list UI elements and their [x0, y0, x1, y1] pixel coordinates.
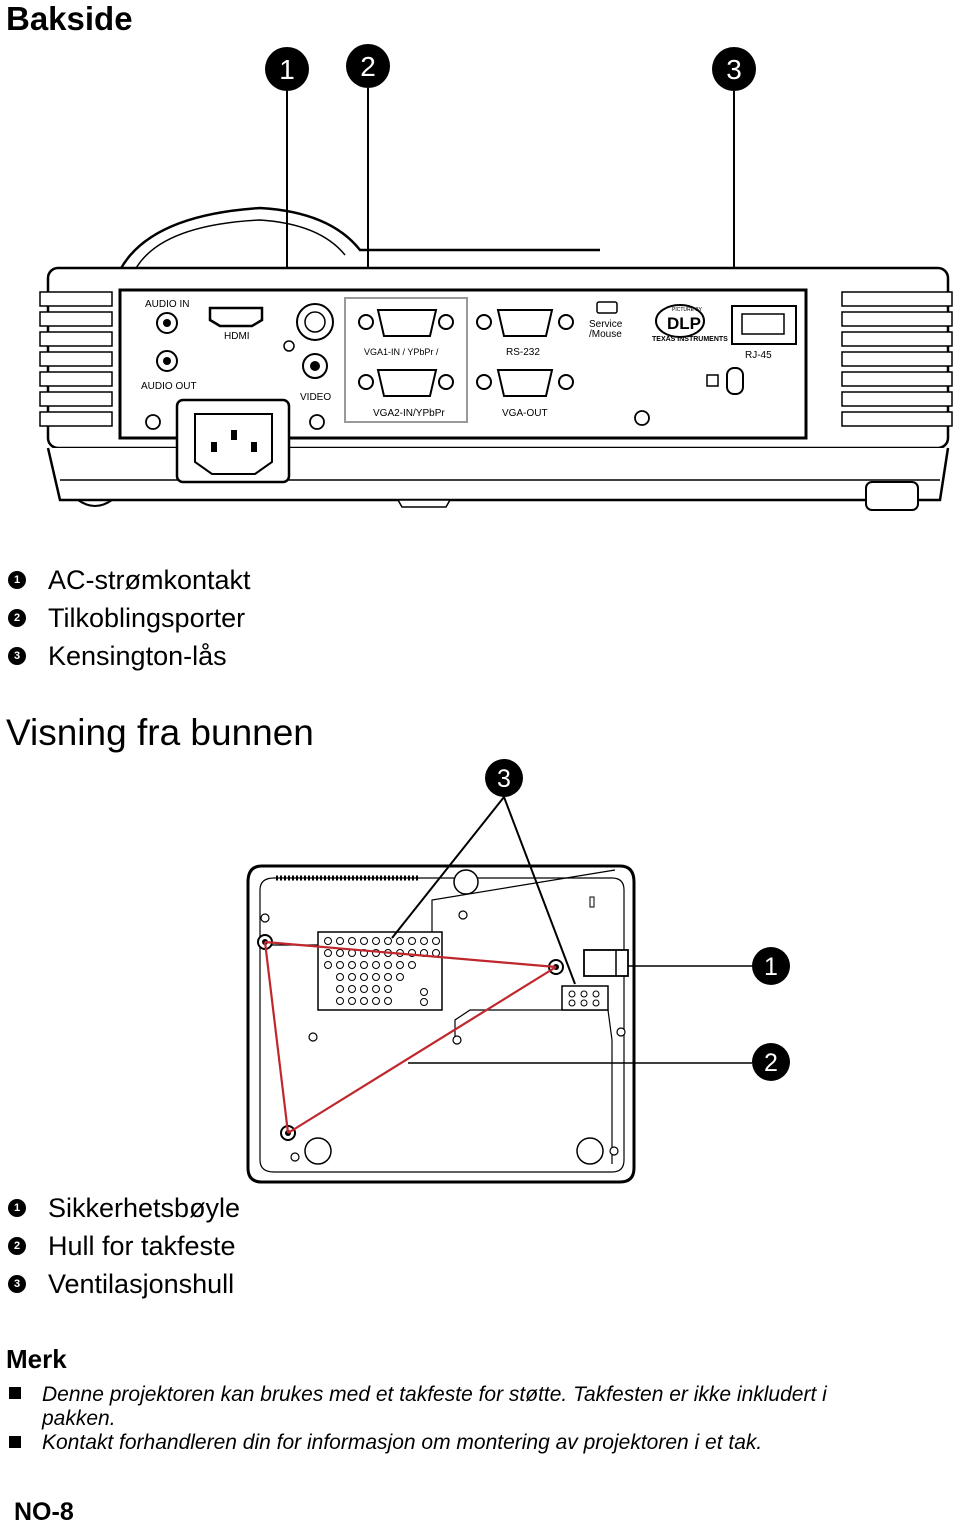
svg-text:/Mouse: /Mouse — [589, 329, 622, 340]
legend-item: 2 Tilkoblingsporter — [8, 601, 245, 635]
bullet-icon — [9, 1387, 21, 1399]
legend-item: 1 Sikkerhetsbøyle — [8, 1191, 240, 1225]
svg-text:3: 3 — [497, 765, 511, 793]
svg-text:1: 1 — [764, 953, 778, 981]
svg-text:3: 3 — [726, 54, 742, 85]
legend-number: 1 — [8, 571, 26, 589]
legend-number: 2 — [8, 1237, 26, 1255]
note-title: Merk — [6, 1344, 67, 1374]
legend-text: AC-strømkontakt — [48, 564, 251, 595]
section-title-back: Bakside — [6, 0, 133, 37]
projector-bottom-diagram: 3 1 2 — [246, 759, 790, 1184]
legend-text: Sikkerhetsbøyle — [48, 1192, 241, 1223]
note-line: Denne projektoren kan brukes med et takf… — [42, 1383, 827, 1406]
bullet-icon — [9, 1436, 21, 1448]
legend-item: 1 AC-strømkontakt — [8, 563, 251, 597]
note-item: Denne projektoren kan brukes med et takf… — [42, 1383, 827, 1431]
legend-number: 3 — [8, 647, 26, 665]
svg-text:Service: Service — [589, 319, 623, 330]
svg-text:VGA-OUT: VGA-OUT — [502, 408, 548, 419]
svg-text:1: 1 — [279, 54, 295, 85]
svg-text:PICTURE BY: PICTURE BY — [672, 307, 703, 313]
svg-text:TEXAS INSTRUMENTS: TEXAS INSTRUMENTS — [652, 336, 728, 343]
svg-text:VGA2-IN/YPbPr: VGA2-IN/YPbPr — [373, 408, 445, 419]
callout-3: 3 — [712, 47, 756, 91]
legend-text: Kensington-lås — [48, 640, 227, 671]
note-line: pakken. — [42, 1407, 116, 1430]
legend-item: 2 Hull for takfeste — [8, 1229, 236, 1263]
svg-text:DLP: DLP — [667, 314, 701, 333]
svg-text:2: 2 — [360, 51, 376, 82]
note-item: Kontakt forhandleren din for informasjon… — [42, 1431, 762, 1455]
legend-item: 3 Ventilasjonshull — [8, 1267, 234, 1301]
callout-2: 2 — [346, 44, 390, 88]
callout-3: 3 — [485, 759, 523, 797]
note-line: Kontakt forhandleren din for informasjon… — [42, 1431, 763, 1454]
svg-text:HDMI: HDMI — [224, 331, 250, 342]
legend-text: Hull for takfeste — [48, 1230, 236, 1261]
projector-back-diagram: 1 2 3 — [39, 44, 953, 511]
svg-text:2: 2 — [764, 1049, 778, 1077]
legend-text: Tilkoblingsporter — [48, 602, 246, 633]
page-number: NO-8 — [14, 1498, 74, 1526]
legend-text: Ventilasjonshull — [48, 1268, 235, 1299]
section-title-bottom: Visning fra bunnen — [6, 712, 314, 753]
callout-1: 1 — [752, 947, 790, 985]
svg-text:RS-232: RS-232 — [506, 347, 540, 358]
svg-text:AUDIO IN: AUDIO IN — [145, 299, 189, 310]
legend-number: 1 — [8, 1199, 26, 1217]
svg-text:AUDIO OUT: AUDIO OUT — [141, 381, 197, 392]
callout-2: 2 — [752, 1043, 790, 1081]
svg-text:VGA1-IN / YPbPr /: VGA1-IN / YPbPr / — [364, 347, 439, 357]
callout-1: 1 — [265, 47, 309, 91]
legend-number: 2 — [8, 609, 26, 627]
legend-item: 3 Kensington-lås — [8, 639, 227, 673]
svg-text:RJ-45: RJ-45 — [745, 350, 772, 361]
legend-number: 3 — [8, 1275, 26, 1293]
svg-text:VIDEO: VIDEO — [300, 392, 331, 403]
